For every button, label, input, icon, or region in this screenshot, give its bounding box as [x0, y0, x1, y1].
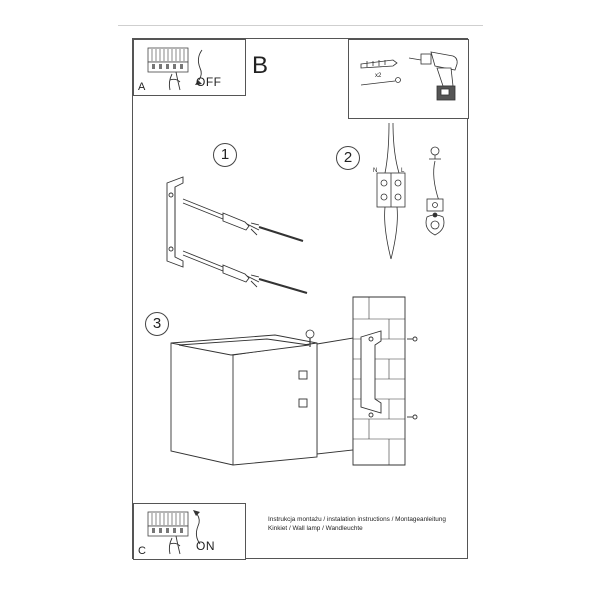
live-label: L: [401, 168, 405, 174]
step-1-badge: 1: [213, 143, 237, 167]
panel-a-switch-off: A OFF: [133, 39, 246, 96]
step-2-badge: 2: [336, 146, 360, 170]
instruction-sheet: A OFF B x2 1: [132, 38, 469, 560]
panel-c-switch-on: C ON: [133, 503, 246, 560]
step-1-bracket-mounting: [166, 176, 308, 294]
switch-on-label: ON: [196, 539, 215, 553]
wall-plug-and-screw-icon: x2: [360, 59, 401, 86]
top-divider: [118, 25, 483, 26]
panel-c-letter: C: [138, 545, 146, 557]
switch-off-label: OFF: [196, 75, 222, 89]
panel-b-letter: B: [252, 52, 269, 79]
screw-icon: [305, 329, 315, 347]
power-drill-icon: [408, 51, 458, 101]
panel-b-tools: x2: [348, 39, 469, 119]
caption-product: Kinkiet / Wall lamp / Wandleuchte: [268, 525, 363, 532]
step-2-wiring-diagram: N L: [373, 122, 445, 260]
panel-a-letter: A: [138, 81, 146, 93]
step-3-lamp-assembly: [170, 296, 418, 466]
circuit-breaker-switch-icon: [147, 510, 201, 555]
step-3-badge: 3: [145, 312, 169, 336]
caption-instructions: Instrukcja montażu / instalation instruc…: [268, 516, 446, 523]
circuit-breaker-switch-icon: [147, 47, 203, 91]
neutral-label: N: [373, 168, 377, 174]
count-label: x2: [375, 73, 382, 79]
